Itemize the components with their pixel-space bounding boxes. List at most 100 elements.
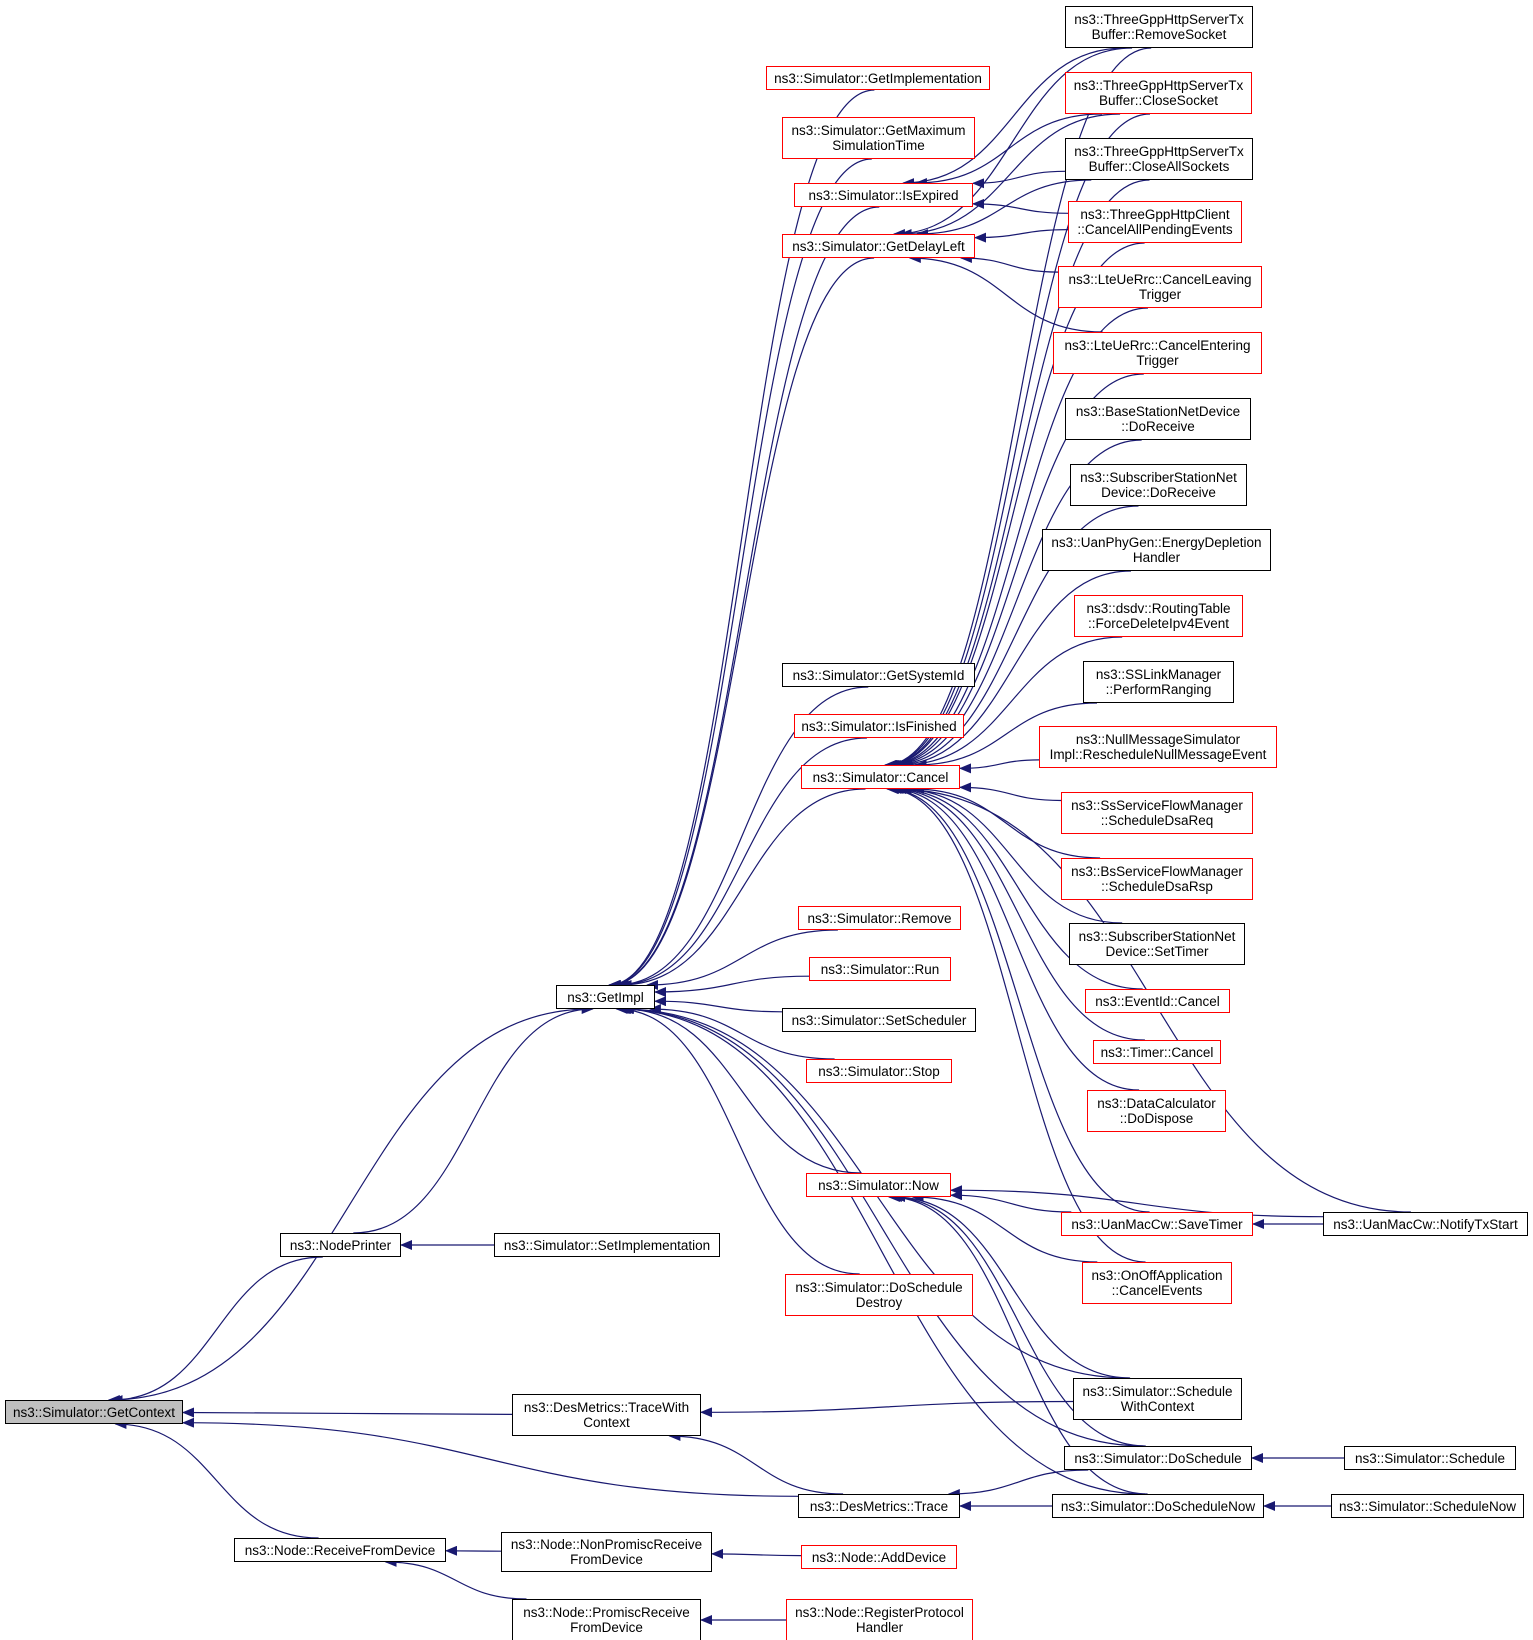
edge-doschedule-to-now <box>889 1192 1146 1447</box>
node-simcancel[interactable]: ns3::Simulator::Cancel <box>801 765 960 789</box>
node-schedulewithcontext[interactable]: ns3::Simulator::Schedule WithContext <box>1073 1378 1242 1420</box>
node-performranging[interactable]: ns3::SSLinkManager ::PerformRanging <box>1083 661 1234 703</box>
edge-schedulewithcontext-to-now <box>893 1192 1131 1379</box>
node-eventidcancel[interactable]: ns3::EventId::Cancel <box>1085 989 1230 1013</box>
edge-isexpired-to-getimpl <box>608 206 880 990</box>
edge-run-to-getimpl <box>654 975 810 997</box>
edge-closesocket-to-isexpired <box>914 113 1102 188</box>
node-settimer[interactable]: ns3::SubscriberStationNet Device::SetTim… <box>1069 923 1245 965</box>
edge-desmetricstrace-to-getcontext <box>182 1417 799 1497</box>
node-getimplementation[interactable]: ns3::Simulator::GetImplementation <box>766 66 990 90</box>
edge-reschedulenull-to-simcancel <box>959 759 1040 774</box>
node-run[interactable]: ns3::Simulator::Run <box>809 957 951 981</box>
node-isexpired[interactable]: ns3::Simulator::IsExpired <box>794 183 973 207</box>
edge-performranging-to-simcancel <box>914 702 1098 770</box>
node-timercancel[interactable]: ns3::Timer::Cancel <box>1093 1040 1221 1064</box>
node-schedulenow[interactable]: ns3::Simulator::ScheduleNow <box>1331 1494 1524 1518</box>
node-registerprotocol[interactable]: ns3::Node::RegisterProtocol Handler <box>786 1599 973 1640</box>
edge-scheduledsarsp-to-simcancel <box>912 784 1101 859</box>
edge-cancelallpending-to-getdelayleft <box>974 229 1069 243</box>
edge-promisc-to-receivefromdevice <box>384 1557 527 1600</box>
node-scheduledsarsp[interactable]: ns3::BsServiceFlowManager ::ScheduleDsaR… <box>1061 858 1253 900</box>
node-schedule[interactable]: ns3::Simulator::Schedule <box>1344 1446 1516 1470</box>
edge-ssdoreceive-to-simcancel <box>890 505 1139 770</box>
edge-closesocket-to-getdelayleft <box>899 113 1121 239</box>
node-cancelleaving[interactable]: ns3::LteUeRrc::CancelLeaving Trigger <box>1058 266 1262 308</box>
edge-now-to-getimpl <box>621 1004 862 1174</box>
node-datacalcdispose[interactable]: ns3::DataCalculator ::DoDispose <box>1087 1090 1226 1132</box>
node-energydepletion[interactable]: ns3::UanPhyGen::EnergyDepletion Handler <box>1042 529 1271 571</box>
node-doschedule[interactable]: ns3::Simulator::DoSchedule <box>1064 1446 1252 1470</box>
node-nonpromisc[interactable]: ns3::Node::NonPromiscReceive FromDevice <box>501 1532 712 1572</box>
edge-bsdoreceive-to-simcancel <box>888 439 1142 770</box>
edge-doschedule-to-getimpl <box>618 1004 1144 1447</box>
edge-eventidcancel-to-simcancel <box>894 784 1143 990</box>
node-now[interactable]: ns3::Simulator::Now <box>806 1173 951 1197</box>
edge-doschedulenow-to-getimpl <box>617 1004 1146 1495</box>
node-doschedulenow[interactable]: ns3::Simulator::DoScheduleNow <box>1052 1494 1264 1518</box>
edge-schedulewithcontext-to-desmetricstracewith <box>700 1400 1074 1418</box>
node-forcedelete[interactable]: ns3::dsdv::RoutingTable ::ForceDeleteIpv… <box>1074 595 1243 637</box>
node-receivefromdevice[interactable]: ns3::Node::ReceiveFromDevice <box>234 1538 446 1562</box>
node-doscheduledestroy[interactable]: ns3::Simulator::DoSchedule Destroy <box>785 1274 973 1316</box>
node-notifytxstart[interactable]: ns3::UanMacCw::NotifyTxStart <box>1323 1212 1528 1236</box>
edge-doscheduledestroy-to-getimpl <box>615 1004 860 1275</box>
edge-scheduledsareq-to-simcancel <box>959 782 1062 802</box>
edge-datacalcdispose-to-simcancel <box>889 784 1140 1091</box>
node-cancelentering[interactable]: ns3::LteUeRrc::CancelEntering Trigger <box>1053 332 1262 374</box>
node-desmetricstrace[interactable]: ns3::DesMetrics::Trace <box>798 1494 960 1518</box>
edge-cancelleaving-to-getdelayleft <box>959 253 1059 273</box>
node-closesocket[interactable]: ns3::ThreeGppHttpServerTx Buffer::CloseS… <box>1065 72 1252 114</box>
edge-closeallsockets-to-getdelayleft <box>916 179 1092 239</box>
node-closeallsockets[interactable]: ns3::ThreeGppHttpServerTx Buffer::CloseA… <box>1065 138 1253 180</box>
edge-onoffcancel-to-now <box>911 1192 1098 1263</box>
node-savetimer[interactable]: ns3::UanMacCw::SaveTimer <box>1061 1212 1253 1236</box>
edge-getimplementation-to-getimpl <box>608 89 875 990</box>
edge-forcedelete-to-simcancel <box>900 636 1123 770</box>
edge-receivefromdevice-to-getcontext <box>114 1419 319 1539</box>
edge-adddevice-to-nonpromisc <box>711 1548 802 1559</box>
node-removesocket[interactable]: ns3::ThreeGppHttpServerTx Buffer::Remove… <box>1065 6 1253 48</box>
edge-nodeprinter-to-getcontext <box>110 1256 323 1405</box>
node-getsystemid[interactable]: ns3::Simulator::GetSystemId <box>782 663 975 687</box>
edge-nodeprinter-to-getimpl <box>353 1004 594 1234</box>
edge-removesocket-to-isexpired <box>902 47 1125 188</box>
node-stop[interactable]: ns3::Simulator::Stop <box>806 1059 952 1083</box>
edge-setscheduler-to-getimpl <box>654 996 783 1013</box>
node-getcontext[interactable]: ns3::Simulator::GetContext <box>5 1400 183 1424</box>
edge-savetimer-to-simcancel <box>886 784 1150 1213</box>
node-nodeprinter[interactable]: ns3::NodePrinter <box>280 1233 401 1257</box>
node-promisc[interactable]: ns3::Node::PromiscReceive FromDevice <box>512 1599 701 1640</box>
node-scheduledsareq[interactable]: ns3::SsServiceFlowManager ::ScheduleDsaR… <box>1061 792 1253 834</box>
edge-cancelallpending-to-isexpired <box>972 198 1069 214</box>
node-getmaxsim[interactable]: ns3::Simulator::GetMaximum SimulationTim… <box>782 117 975 159</box>
edge-stop-to-getimpl <box>648 1004 835 1060</box>
edge-simcancel-to-getimpl <box>619 788 866 990</box>
edge-doschedule-to-desmetricstrace <box>947 1469 1089 1499</box>
node-onoffcancel[interactable]: ns3::OnOffApplication ::CancelEvents <box>1082 1262 1232 1304</box>
edge-removesocket-to-getdelayleft <box>892 47 1133 239</box>
edge-getsystemid-to-getimpl <box>614 686 869 990</box>
node-getdelayleft[interactable]: ns3::Simulator::GetDelayLeft <box>782 234 975 258</box>
node-setscheduler[interactable]: ns3::Simulator::SetScheduler <box>782 1008 976 1032</box>
edge-isfinished-to-getimpl <box>616 737 867 990</box>
node-cancelallpending[interactable]: ns3::ThreeGppHttpClient ::CancelAllPendi… <box>1068 201 1242 243</box>
node-isfinished[interactable]: ns3::Simulator::IsFinished <box>794 714 964 738</box>
node-ssdoreceive[interactable]: ns3::SubscriberStationNet Device::DoRece… <box>1070 464 1247 506</box>
edge-timercancel-to-simcancel <box>891 784 1145 1041</box>
node-setimplementation[interactable]: ns3::Simulator::SetImplementation <box>494 1233 720 1257</box>
node-remove[interactable]: ns3::Simulator::Remove <box>798 906 961 930</box>
node-bsdoreceive[interactable]: ns3::BaseStationNetDevice ::DoReceive <box>1065 398 1251 440</box>
node-getimpl[interactable]: ns3::GetImpl <box>556 985 655 1009</box>
edge-notifytxstart-to-now <box>950 1185 1324 1218</box>
edge-desmetricstracewith-to-getcontext <box>182 1407 513 1418</box>
edge-energydepletion-to-simcancel <box>894 570 1132 770</box>
node-reschedulenull[interactable]: ns3::NullMessageSimulator Impl::Reschedu… <box>1039 726 1277 768</box>
edge-cancelentering-to-simcancel <box>887 373 1144 770</box>
node-desmetricstracewith[interactable]: ns3::DesMetrics::TraceWith Context <box>512 1394 701 1436</box>
edge-cancelentering-to-getdelayleft <box>908 253 1103 333</box>
node-adddevice[interactable]: ns3::Node::AddDevice <box>801 1545 957 1569</box>
edge-doschedulenow-to-now <box>887 1192 1148 1495</box>
